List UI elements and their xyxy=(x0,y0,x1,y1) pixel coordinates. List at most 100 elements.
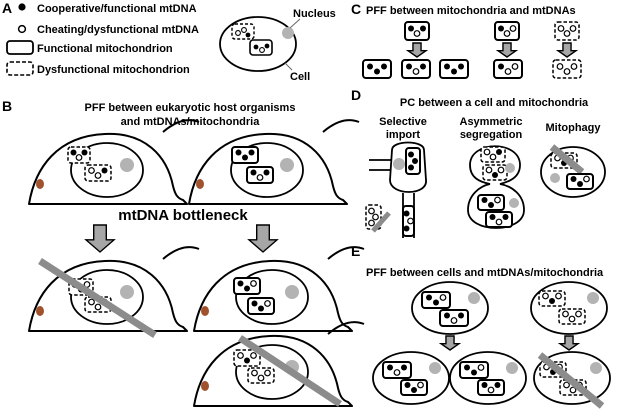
functional-mitochondrion xyxy=(402,205,415,237)
cheating-mtdna xyxy=(569,25,577,32)
panel-e-title: PFF between cells and mtDNAs/mitochondri… xyxy=(366,267,604,279)
functional-mitochondrion xyxy=(494,21,520,41)
organism-eye xyxy=(196,179,204,189)
daughter-cell xyxy=(372,351,450,405)
panel-b-title-line2: and mtDNAs/mitochondria xyxy=(121,116,261,128)
cheating-mtdna xyxy=(75,154,83,161)
down-arrow xyxy=(84,224,116,253)
organism-tail xyxy=(322,119,360,133)
cheating-mtdna xyxy=(412,68,420,75)
panel-d-col2-line2: segregation xyxy=(460,129,523,141)
cooperative-mtdna xyxy=(381,63,387,70)
functional-mitochondrion xyxy=(439,309,469,327)
cooperative-mtdna xyxy=(70,149,77,156)
cheating-mtdna xyxy=(368,207,375,215)
cooperative-mtdna xyxy=(244,285,250,292)
cheating-mtdna xyxy=(477,364,485,371)
functional-mitochondrion xyxy=(493,59,523,79)
legend-cheat-mtdna-label: Cheating/dysfunctional mtDNA xyxy=(37,24,199,36)
cheating-mtdna xyxy=(237,352,244,359)
cooperative-mtdna xyxy=(498,25,504,32)
cooperative-mtdna xyxy=(367,63,373,70)
organism-tail xyxy=(327,246,365,260)
panel-a-label: A xyxy=(2,0,12,16)
cooperative-mtdna xyxy=(464,364,470,371)
cheating-mtdna xyxy=(583,175,590,183)
nucleus xyxy=(468,292,480,304)
mitophagy-cell xyxy=(540,144,606,198)
elimination-strike xyxy=(238,335,342,407)
nucleus xyxy=(590,362,602,374)
functional-mitochondrion xyxy=(400,379,428,396)
cheating-mtdna xyxy=(368,219,375,227)
cheating-mtdna xyxy=(563,30,571,37)
down-arrow xyxy=(557,335,581,351)
cheating-mtdna xyxy=(413,30,421,37)
organism-tail xyxy=(162,119,200,133)
cheating-mtdna xyxy=(487,386,495,394)
cooperative-mtdna xyxy=(403,225,410,232)
cooperative-mtdna xyxy=(374,68,380,75)
nucleus xyxy=(120,285,134,299)
cheating-mtdna xyxy=(570,63,578,70)
down-arrow xyxy=(247,224,279,253)
cheating-mtdna xyxy=(450,317,458,324)
cheating-mtdna xyxy=(563,68,571,75)
cooperative-mtdna xyxy=(406,63,412,70)
dysfunctional-mitochondrion xyxy=(482,164,508,181)
cooperative-mtdna xyxy=(420,63,426,70)
cooperative-mtdna xyxy=(251,300,258,307)
cheating-mtdna xyxy=(393,369,401,376)
panel-e-label: E xyxy=(351,243,360,259)
host-organism xyxy=(28,246,200,338)
cheating-mtdna xyxy=(372,213,379,221)
functional-mitochondrion xyxy=(233,277,261,295)
elimination-strike xyxy=(537,352,605,409)
host-organism xyxy=(28,119,200,205)
cooperative-mtdna xyxy=(244,357,250,364)
host-organism xyxy=(193,321,365,407)
cheating-mtdna xyxy=(568,315,576,323)
cooperative-mtdna xyxy=(471,369,477,376)
cheating-mtdna xyxy=(556,63,564,70)
cheating-mtdna xyxy=(483,148,491,156)
organism-tail xyxy=(162,246,200,260)
functional-mitochondrion xyxy=(485,211,513,228)
dysfunctional-mitochondrion xyxy=(480,146,506,163)
functional-mitochondrion xyxy=(421,291,451,309)
selective-import-cell xyxy=(365,141,427,238)
cooperative-mtdna xyxy=(444,63,450,70)
cooperative-mtdna xyxy=(433,299,439,306)
panel-d-col3: Mitophagy xyxy=(546,122,602,134)
cooperative-mtdna xyxy=(498,63,504,70)
panel-b-label: B xyxy=(2,98,12,114)
cooperative-mtdna xyxy=(250,169,257,176)
cheating-mtdna xyxy=(555,292,562,300)
cheating-mtdna xyxy=(256,174,264,181)
cooperative-mtdna xyxy=(458,63,464,70)
down-arrow xyxy=(555,42,579,58)
legend-functional-mito-label: Functional mitochondrion xyxy=(37,43,173,55)
cheating-mtdna xyxy=(251,369,258,377)
cooperative-mtdna xyxy=(387,364,393,371)
cooperative-mtdna xyxy=(235,149,242,156)
cooperative-mtdna xyxy=(451,68,457,75)
panel-d-col1-line1: Selective xyxy=(379,116,427,128)
functional-mitochondrion xyxy=(362,59,392,79)
nucleus xyxy=(120,158,134,172)
down-arrow xyxy=(438,335,462,351)
cheating-mtdna xyxy=(563,381,570,389)
host-organism xyxy=(193,246,365,332)
asymmetric-segregation-cell xyxy=(467,145,525,229)
cheating-mtdna xyxy=(250,280,257,287)
cooperative-mtdna xyxy=(258,305,264,312)
elimination-strike xyxy=(38,258,157,338)
cheating-mtdna xyxy=(88,298,95,306)
elimination-strike xyxy=(549,144,585,175)
functional-mitochondrion xyxy=(246,166,274,184)
nucleus-pointer-line xyxy=(289,18,301,29)
cooperative-mtdna xyxy=(502,214,509,220)
cooperative-mtdna xyxy=(444,312,450,319)
cooperative-mtdna xyxy=(492,172,498,178)
import-channel xyxy=(369,159,392,171)
